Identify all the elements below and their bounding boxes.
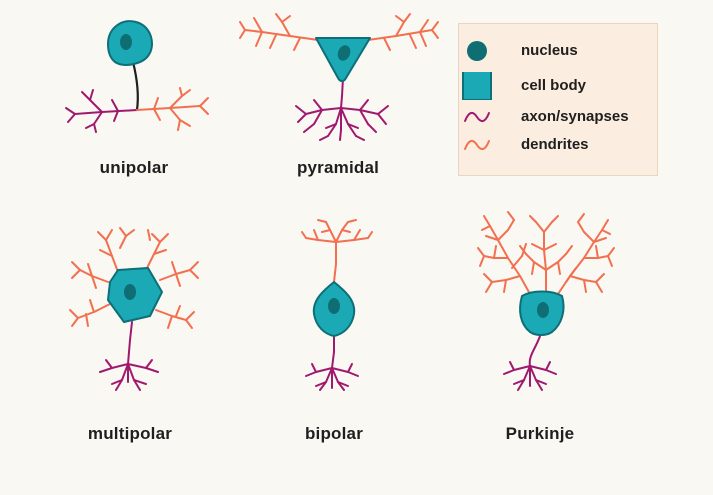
label-unipolar: unipolar	[99, 158, 169, 177]
pyramidal-nucleus	[337, 45, 351, 61]
pyramidal-dendrites	[239, 13, 439, 51]
multipolar-dendrites	[69, 227, 199, 329]
nucleus-icon	[467, 41, 487, 61]
label-pyramidal: pyramidal	[296, 158, 380, 177]
purkinje-neuron	[477, 211, 615, 391]
multipolar-nucleus	[124, 284, 136, 300]
multipolar-neuron	[69, 227, 199, 391]
legend-item-nucleus: nucleus	[459, 37, 659, 65]
unipolar-dendrites	[136, 87, 209, 131]
label-multipolar: multipolar	[87, 424, 173, 443]
bipolar-axon	[305, 335, 359, 391]
bipolar-neuron	[301, 219, 373, 391]
label-purkinje: Purkinje	[505, 424, 575, 443]
unipolar-stalk	[131, 60, 139, 112]
pyramidal-axon	[295, 77, 389, 141]
legend-label-cell-body: cell body	[521, 77, 587, 94]
unipolar-neuron	[65, 20, 209, 133]
label-bipolar: bipolar	[304, 424, 364, 443]
legend-item-axon: axon/synapses	[459, 103, 659, 131]
purkinje-axon	[503, 335, 557, 391]
unipolar-nucleus	[120, 34, 132, 50]
legend-item-dendrites: dendrites	[459, 131, 659, 159]
pyramidal-neuron	[239, 13, 439, 141]
bipolar-dendrites	[301, 219, 373, 283]
purkinje-nucleus	[537, 302, 549, 318]
purkinje-dendrites	[477, 211, 615, 295]
bipolar-nucleus	[328, 298, 340, 314]
cell-body-icon	[462, 72, 492, 100]
axon-icon	[464, 111, 490, 123]
multipolar-axon	[99, 321, 159, 391]
legend-label-axon: axon/synapses	[521, 108, 629, 125]
legend-label-nucleus: nucleus	[521, 42, 578, 59]
legend-item-cell-body: cell body	[459, 72, 659, 100]
unipolar-axon	[65, 89, 138, 133]
dendrite-icon	[464, 139, 490, 151]
legend-label-dendrites: dendrites	[521, 136, 589, 153]
legend: nucleus cell body axon/synapses dendrite…	[458, 23, 658, 176]
